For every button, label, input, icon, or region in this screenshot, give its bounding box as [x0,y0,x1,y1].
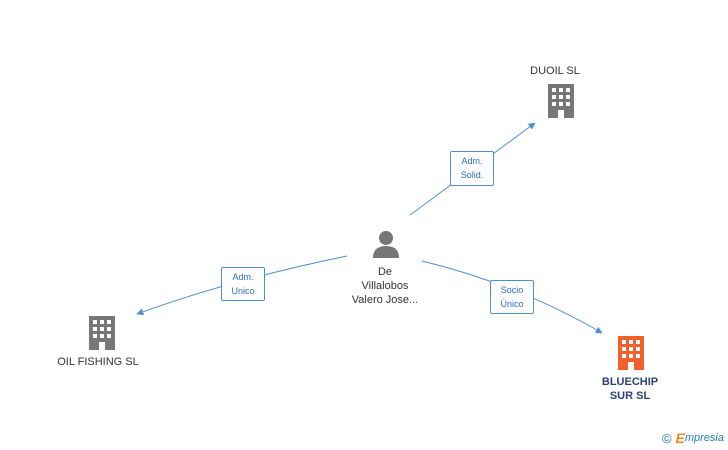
brand-name: mpresia [684,432,724,444]
edge-label-socio-unico-line2: Único [500,299,524,309]
person-name-line2: Villalobos [361,280,409,292]
brand-initial: E [675,430,685,446]
person-name-line3: Valero Jose... [351,294,419,306]
building-icon-duoil[interactable] [545,84,577,118]
person-name-line1: De [377,266,393,278]
edge-label-socio-unico-line1: Socio [500,285,524,295]
edge-label-adm-solid-line1: Adm. [461,156,483,166]
edge-label-socio-unico: Socio Único [490,280,534,314]
edge-label-adm-unico-line2: Unico [231,286,255,296]
bluechip-label-line1: BLUECHIP [601,376,659,388]
bluechip-label[interactable]: BLUECHIP SUR SL [580,375,680,403]
duoil-label[interactable]: DUOIL SL [530,65,580,77]
bluechip-label-line2: SUR SL [609,390,651,402]
copyright-icon: © [661,430,672,446]
building-icon-bluechip[interactable] [615,336,647,370]
edge-label-adm-unico: Adm. Unico [221,267,265,301]
person-name-label[interactable]: De Villalobos Valero Jose... [330,265,440,307]
building-icon-oil-fishing[interactable] [86,316,118,350]
edge-label-adm-solid-line2: Solid. [460,170,484,180]
oil-fishing-label[interactable]: OIL FISHING SL [57,356,139,368]
edge-label-adm-solid: Adm. Solid. [450,151,494,186]
edge-label-adm-unico-line1: Adm. [232,272,254,282]
person-icon[interactable] [371,229,401,259]
